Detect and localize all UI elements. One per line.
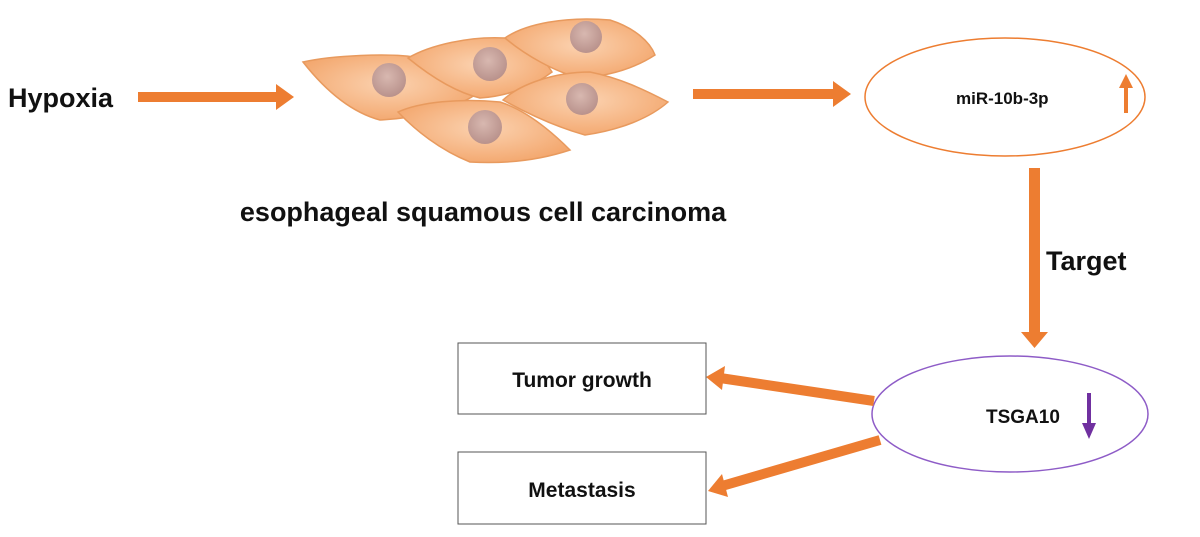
cell bbox=[396, 99, 572, 164]
arrow-gene-to-metastasis bbox=[708, 435, 882, 497]
nucleus bbox=[570, 21, 602, 53]
gene-label: TSGA10 bbox=[986, 407, 1060, 428]
up-arrow-icon bbox=[1119, 74, 1133, 113]
cell-cluster bbox=[301, 18, 670, 164]
gene-ellipse bbox=[871, 355, 1149, 473]
down-arrow-icon bbox=[1082, 393, 1096, 439]
cell bbox=[406, 36, 553, 99]
arrow-gene-to-tumor-growth bbox=[706, 366, 875, 406]
cell bbox=[503, 18, 656, 79]
arrow-cells-to-mirna bbox=[693, 81, 851, 107]
nucleus bbox=[468, 110, 502, 144]
cell bbox=[501, 71, 670, 136]
mirna-label: miR-10b-3p bbox=[956, 89, 1049, 108]
cell-caption: esophageal squamous cell carcinoma bbox=[240, 197, 727, 227]
nucleus bbox=[473, 47, 507, 81]
nucleus bbox=[566, 83, 598, 115]
tumor-growth-box bbox=[457, 342, 707, 415]
arrow-mirna-to-gene bbox=[1021, 168, 1048, 348]
hypoxia-label: Hypoxia bbox=[8, 83, 114, 113]
nucleus bbox=[372, 63, 406, 97]
tumor-growth-label: Tumor growth bbox=[512, 369, 652, 392]
mirna-ellipse bbox=[864, 37, 1146, 157]
metastasis-label: Metastasis bbox=[528, 479, 635, 502]
target-label: Target bbox=[1046, 246, 1127, 276]
metastasis-box bbox=[457, 451, 707, 525]
arrow-hypoxia-to-cells bbox=[138, 84, 294, 110]
